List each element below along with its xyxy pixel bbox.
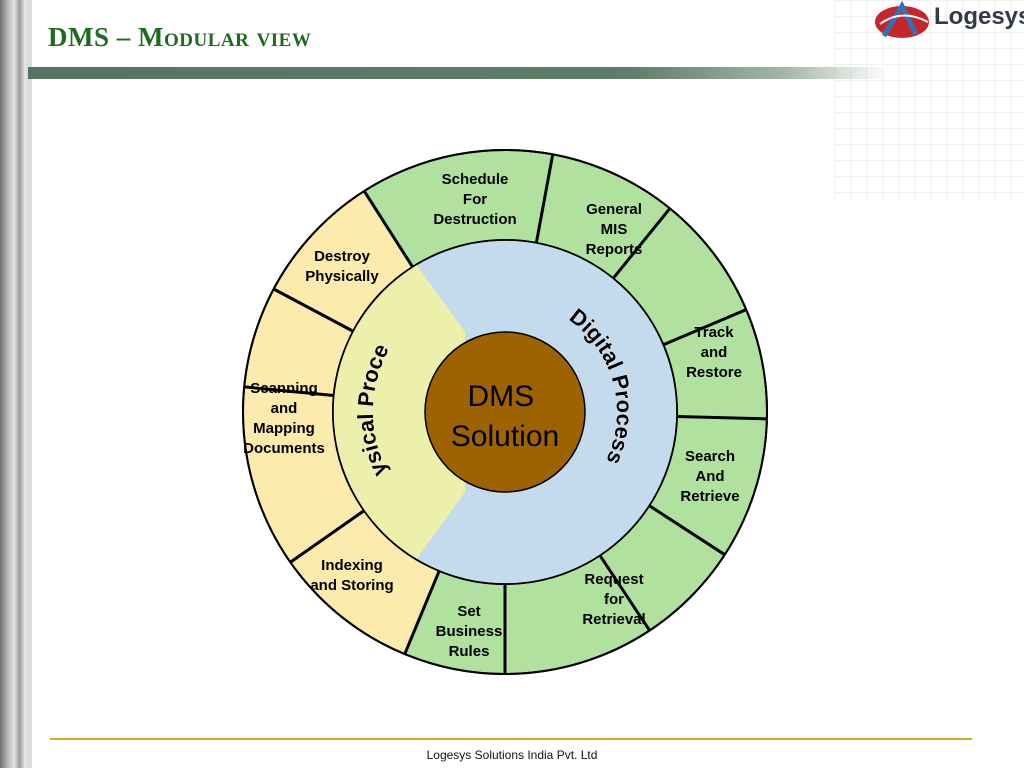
segment-divider-5 [676, 415, 767, 421]
segment-divider-11 [244, 385, 334, 398]
segment-label-line: and [271, 400, 298, 417]
title-underline [28, 67, 888, 79]
segment-label-line: General [586, 201, 642, 218]
segment-label-line: Retrieve [680, 488, 739, 505]
left-decorative-stripe [26, 0, 32, 768]
segment-label-line: Mapping [253, 420, 315, 437]
segment-divider-3 [612, 207, 672, 280]
segment-divider-10 [289, 509, 365, 564]
center-label: DMS Solution [451, 380, 559, 453]
logo-text: Logesys [934, 3, 1024, 30]
segment-divider-9 [403, 570, 441, 655]
segment-label-indexing-and-storing: Indexing and Storing [310, 557, 393, 594]
segment-divider-6 [648, 504, 726, 556]
segment-label-line: Physically [305, 268, 379, 285]
segment-label-line: Schedule [442, 171, 509, 188]
segment-label-line: Reports [586, 241, 643, 258]
background-grid-decoration [834, 0, 1024, 200]
segment-label-line: Indexing [321, 557, 383, 574]
segment-label-line: MIS [601, 221, 628, 238]
segment-label-line: Restore [686, 364, 742, 381]
segment-label-line: Destroy [314, 248, 371, 265]
segment-divider-12 [272, 287, 354, 333]
left-decorative-bar [0, 0, 26, 768]
segment-label-line: Request [584, 571, 643, 588]
segment-label-line: For [463, 191, 487, 208]
segment-label-line: and [701, 344, 728, 361]
segment-divider-1 [362, 190, 414, 268]
inner-physical-wedge [332, 264, 465, 560]
segment-divider-4 [662, 308, 747, 347]
footer-text: Logesys Solutions India Pvt. Ltd [426, 748, 598, 762]
segment-divider-2 [534, 154, 555, 244]
segment-label-line: Destruction [433, 211, 516, 228]
center-circle [424, 331, 586, 493]
segment-label-line: And [695, 468, 724, 485]
segment-label-line: Rules [449, 643, 490, 660]
segment-label-line: Retrieval [582, 611, 645, 628]
segment-label-line: and Storing [310, 577, 393, 594]
slide-title: DMS – Modular view [48, 22, 312, 52]
segment-divider-7 [598, 554, 651, 632]
logo-blue-mark [881, 0, 919, 38]
segment-dividers [242, 149, 768, 675]
outer-ring-outline [242, 149, 768, 675]
center-label-line-2: Solution [451, 420, 559, 453]
segment-label-line: Scanning [250, 380, 318, 397]
segment-label-line: Set [457, 603, 480, 620]
footer-rule [50, 738, 972, 740]
logo-swoosh [879, 14, 929, 25]
segment-label-line: Documents [243, 440, 325, 457]
segment-label-line: Search [685, 448, 735, 465]
segment-label-line: Track [694, 324, 734, 341]
center-label-line-1: DMS [467, 380, 534, 413]
segment-label-line: for [604, 591, 624, 608]
segment-label-line: Business [436, 623, 503, 640]
logesys-logo [875, 0, 929, 38]
